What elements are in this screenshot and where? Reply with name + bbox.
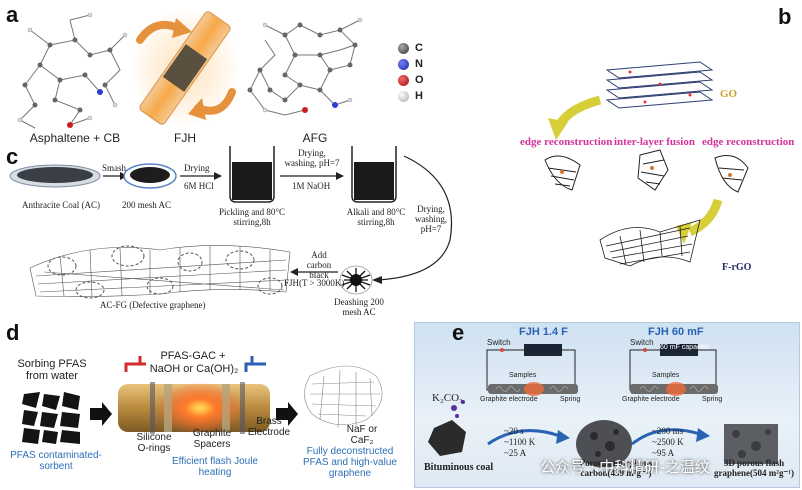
panel-b-label: b — [778, 4, 792, 29]
legend-o: O — [398, 72, 424, 88]
fjh2-label: FJH 60 mF — [648, 326, 704, 338]
porous-carbon-label: Porous amorphous carbon(439 m²g⁻¹) — [579, 458, 653, 478]
legend-o-label: O — [415, 74, 424, 86]
samples2-label: Samples — [652, 372, 680, 379]
panel-a-label: a — [6, 2, 19, 27]
legend-h: H — [398, 88, 424, 104]
switch1-label: Switch — [487, 338, 511, 347]
samples1-label: Samples — [509, 372, 537, 379]
spring2-label: Spring — [702, 396, 723, 403]
panel-e-label: e — [452, 320, 465, 345]
efficient-fjh-label: Efficient flash Joule heating — [172, 456, 258, 478]
caption-fjh: FJH — [174, 131, 196, 145]
frgo-label: F-rGO — [722, 262, 752, 273]
capacitor-label: 60 mF capacitor — [660, 344, 711, 351]
legend-h-label: H — [415, 90, 423, 102]
legend-c: C — [398, 40, 424, 56]
atom-legend: C N O H — [398, 40, 424, 104]
deashing-label: Deashing 200 mesh AC — [334, 297, 384, 317]
graphite-electrode1-label: Graphite electrode — [480, 396, 538, 403]
cond1-time: ~20 s — [504, 426, 524, 436]
legend-n: N — [398, 56, 424, 72]
spring1-label: Spring — [560, 396, 581, 403]
graphene-3d-label: 3D porous flash graphene(504 m²g⁻¹) — [714, 458, 794, 478]
watermark: 公众号 · 中科精研-之温纹 — [540, 458, 710, 476]
go-label: GO — [720, 88, 738, 100]
panel-c-label: c — [6, 144, 19, 169]
fully-deconstructed-label: Fully deconstructed PFAS and high-value … — [303, 446, 397, 479]
fjh1-label: FJH 1.4 F — [519, 326, 568, 338]
wash1-label: Drying, washing, pH=7 — [284, 148, 340, 168]
alkali-label: Alkali and 80°C stirring,8h — [346, 207, 406, 227]
inter-layer-fusion: inter-layer fusion — [614, 136, 695, 148]
panel-d-label: d — [6, 320, 20, 345]
cond1-current: ~25 A — [504, 448, 527, 458]
oxygen-ball-icon — [398, 74, 409, 86]
carbon-ball-icon — [398, 42, 409, 54]
add-cb-label: Add carbon black — [306, 250, 332, 280]
caption-afg: AFG — [302, 131, 328, 145]
brass-electrode-label: Brass Electrode — [247, 416, 291, 438]
sorbing-label: Sorbing PFAS from water — [17, 358, 87, 382]
switch2-label: Switch — [630, 338, 654, 347]
mesh-ac-label: 200 mesh AC — [122, 200, 172, 210]
silicone-label: Silicone O-rings — [136, 432, 172, 454]
cond2-time: ~200 ms — [652, 426, 684, 436]
fjh-temp-label: FJH(T > 3000K) — [284, 278, 345, 288]
pfas-gac-label: PFAS-GAC + — [160, 350, 226, 362]
contaminated-sorbent-label: PFAS contaminated-sorbent — [10, 450, 102, 472]
legend-n-label: N — [415, 58, 423, 70]
hydrogen-ball-icon — [398, 90, 409, 102]
naoh-label: 1M NaOH — [292, 181, 331, 191]
smash-label: Smash — [102, 163, 127, 173]
pickling-label: Pickling and 80°C stirring,8h — [218, 207, 286, 227]
graphite-electrode2-label: Graphite electrode — [622, 396, 680, 403]
wash2-label: Drying, washing, pH=7 — [414, 204, 448, 234]
edge-reconstruction-right: edge reconstruction — [702, 136, 795, 148]
bituminous-label: Bituminous coal — [424, 462, 494, 473]
anthracite-label: Anthracite Coal (AC) — [22, 200, 100, 210]
acfg-label: AC-FG (Defective graphene) — [100, 300, 206, 310]
edge-reconstruction-left: edge reconstruction — [520, 136, 613, 148]
k2co3-label: K₂CO₃ — [432, 392, 463, 404]
naoh-caoh-label: NaOH or Ca(OH)₂ — [149, 363, 239, 375]
drying-label: Drying — [184, 163, 210, 173]
naf-caf-label: NaF or CaF₂ — [346, 424, 378, 446]
hcl-label: 6M HCl — [184, 181, 214, 191]
cond1-temp: ~1100 K — [504, 437, 536, 447]
nitrogen-ball-icon — [398, 58, 409, 70]
legend-c-label: C — [415, 42, 423, 54]
cond2-current: ~95 A — [652, 448, 675, 458]
cond2-temp: ~2500 K — [652, 437, 684, 447]
graphite-spacers-label: Graphite Spacers — [192, 428, 232, 450]
caption-asphaltene: Asphaltene + CB — [29, 131, 121, 145]
